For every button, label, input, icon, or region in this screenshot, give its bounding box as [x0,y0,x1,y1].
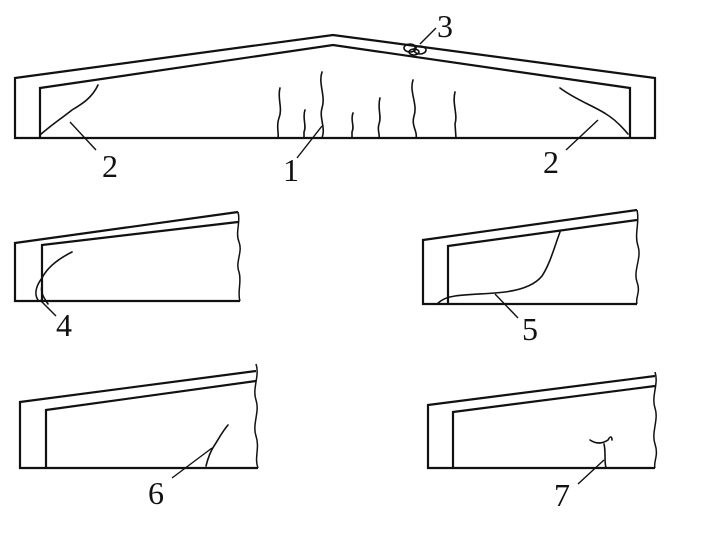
crack-4 [35,251,73,305]
full-beam-web-outline [38,43,632,138]
label-1: 1 [283,152,299,188]
crack-2-right-shear [559,87,629,135]
label-7: 7 [554,477,570,513]
detail-6-web-outline [44,379,257,468]
label-2-right: 2 [543,144,559,180]
leader-7 [577,459,605,485]
full-beam-outline [13,33,657,140]
detail-5: 5 [421,208,640,347]
detail-7: 7 [426,371,658,513]
detail-5-beam-outline [421,208,638,306]
crack-6 [205,424,229,467]
leader-2-left [69,121,97,151]
crack-1-vertical-cracks [276,71,457,139]
leader-1 [296,125,323,159]
leader-4 [39,299,57,317]
detail-5-break-line [635,209,640,305]
label-6: 6 [148,475,164,511]
detail-4-beam-outline [13,210,240,303]
detail-7-web-outline [451,384,656,468]
detail-7-break-line [653,371,658,469]
leader-5 [494,293,519,319]
detail-4-break-line [236,211,241,302]
leader-6 [171,447,213,479]
detail-4-web-outline [40,220,239,301]
label-4: 4 [56,307,72,343]
label-2-left: 2 [102,148,118,184]
full-beam: 2 1 2 3 [13,8,657,188]
label-3: 3 [437,8,453,44]
crack-2-left-shear [39,84,99,136]
crack-3-top-chord [403,43,427,56]
crack-7 [589,436,613,469]
detail-5-web-outline [446,218,638,304]
detail-6-beam-outline [18,369,258,470]
detail-6: 6 [18,363,259,511]
label-5: 5 [522,311,538,347]
detail-6-break-line [254,363,259,469]
crack-5 [436,231,561,305]
detail-4: 4 [13,210,241,343]
detail-7-beam-outline [426,374,656,470]
leader-3 [419,27,437,45]
leader-2-right [565,119,599,151]
